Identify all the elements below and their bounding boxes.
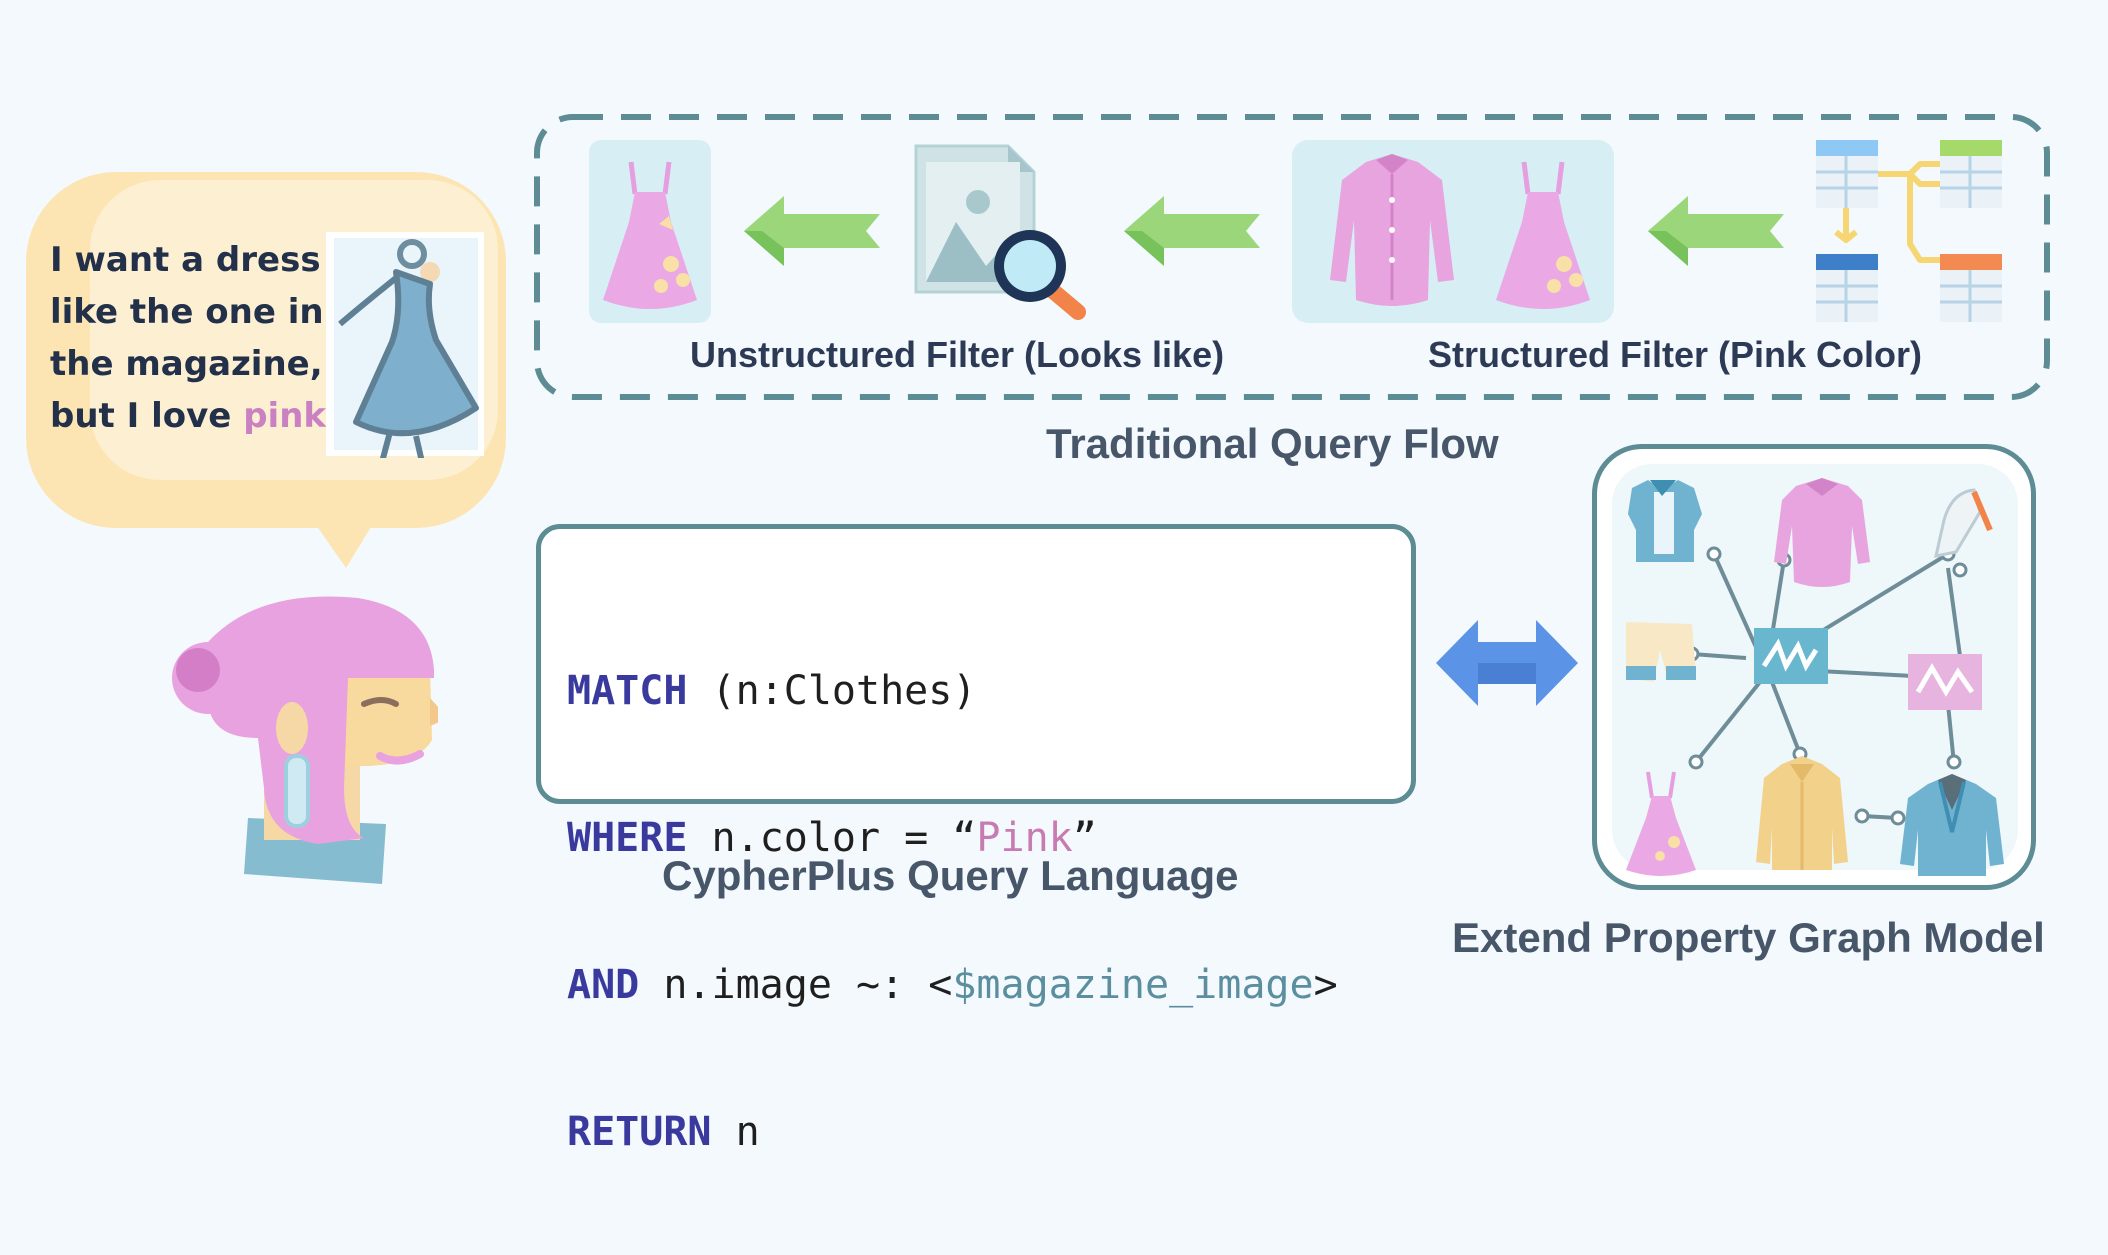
- pink-clothes-icon: [1292, 140, 1614, 323]
- keyword-return: RETURN: [567, 1109, 712, 1155]
- query-line-3: AND n.image ~: <$magazine_image>: [567, 961, 1338, 1010]
- speech-line-1: I want a dress: [50, 240, 321, 280]
- keyword-and: AND: [567, 962, 640, 1008]
- query-string-pink: Pink: [976, 815, 1073, 861]
- result-dress-icon: [589, 140, 711, 323]
- speech-line-3: the magazine,: [50, 344, 323, 384]
- query-line-1: MATCH (n:Clothes): [567, 667, 1338, 716]
- magazine-dress-icon: [326, 232, 484, 458]
- query-code: MATCH (n:Clothes) WHERE n.color = “Pink”…: [567, 569, 1338, 1255]
- query-line-2: WHERE n.color = “Pink”: [567, 814, 1338, 863]
- unstructured-filter-label: Unstructured Filter (Looks like): [690, 334, 1225, 375]
- flow-arrow-2: [1124, 196, 1260, 266]
- graph-model-title: Extend Property Graph Model: [1452, 914, 2045, 961]
- bidirectional-arrow-icon: [1436, 620, 1578, 706]
- query-line-4-rest: n: [711, 1109, 760, 1155]
- image-search-icon: [914, 144, 1086, 320]
- traditional-flow-frame: [534, 114, 2050, 400]
- flow-arrow-3: [1648, 196, 1784, 266]
- speech-line-4: but I love pink!: [50, 390, 342, 442]
- query-variable-magazine: $magazine_image: [952, 962, 1314, 1008]
- query-line-3-end: >: [1313, 962, 1338, 1008]
- structured-filter-label: Structured Filter (Pink Color): [1428, 334, 1923, 375]
- query-code-box: MATCH (n:Clothes) WHERE n.color = “Pink”…: [536, 524, 1416, 1155]
- keyword-where: WHERE: [567, 815, 688, 861]
- speech-line-4-prefix: but I love: [50, 396, 244, 436]
- query-line-3-rest: n.image ~: <: [639, 962, 953, 1008]
- speech-pink-word: pink: [243, 396, 327, 436]
- query-line-1-rest: (n:Clothes): [687, 668, 977, 714]
- speech-text: I want a dress like the one in the magaz…: [50, 234, 342, 442]
- query-line-4: RETURN n: [567, 1108, 1338, 1157]
- property-graph-icon: [1612, 464, 2018, 876]
- traditional-flow-title: Traditional Query Flow: [1046, 420, 1499, 467]
- flow-arrow-1: [744, 196, 880, 266]
- speech-line-2: like the one in: [50, 292, 324, 332]
- database-tables-icon: [1816, 140, 2002, 322]
- query-line-2-rest: n.color = “: [687, 815, 977, 861]
- query-language-title: CypherPlus Query Language: [662, 852, 1239, 899]
- query-line-2-end: ”: [1072, 815, 1097, 861]
- person-avatar-icon: [172, 596, 438, 884]
- keyword-match: MATCH: [567, 668, 688, 714]
